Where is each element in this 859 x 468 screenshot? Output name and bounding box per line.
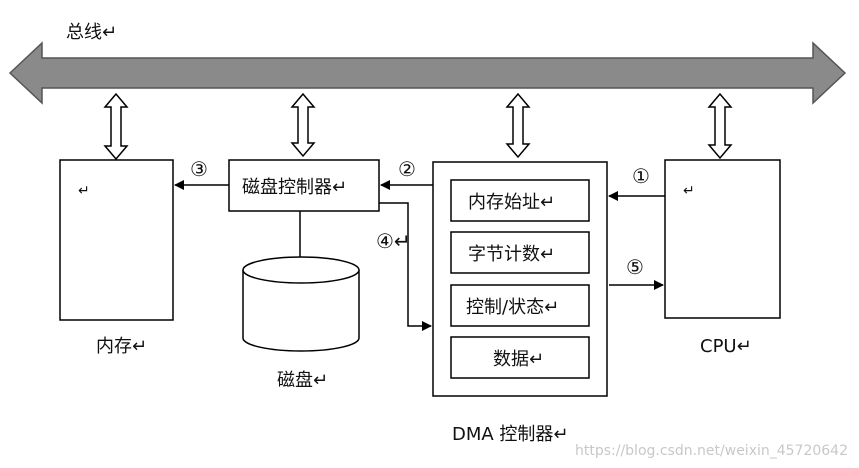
dma-register-byte-count-label: 字节计数↵	[468, 244, 555, 265]
bus-connector-cpu	[707, 92, 733, 160]
bus-connector-memory	[103, 92, 129, 161]
dma-controller-label: DMA 控制器↵	[452, 424, 569, 445]
memory-box	[59, 159, 174, 321]
memory-inner-mark: ↵	[78, 183, 90, 199]
arrow-step4-disk-controller-to-dma	[379, 202, 432, 331]
dma-register-control-status-label: 控制/状态↵	[466, 297, 559, 318]
system-bus-arrow	[8, 41, 847, 105]
watermark: https://blog.csdn.net/weixin_45720642	[575, 443, 848, 459]
dma-register-data	[450, 336, 590, 379]
disk-controller-label: 磁盘控制器↵	[242, 177, 347, 198]
disk-label: 磁盘↵	[277, 370, 328, 391]
cpu-box	[664, 159, 781, 319]
bus-connector-dma	[505, 92, 531, 159]
step-5-marker: ⑤	[626, 255, 644, 279]
disk-cylinder-top	[242, 256, 360, 284]
disk-controller-box	[228, 159, 380, 212]
dma-register-memory-address-label: 内存始址↵	[468, 192, 555, 213]
cpu-inner-mark: ↵	[683, 183, 695, 199]
dma-register-control-status	[450, 284, 590, 327]
bus-label: 总线↵	[66, 22, 117, 43]
disk-cylinder-body	[242, 270, 360, 352]
memory-label: 内存↵	[96, 336, 147, 357]
bus-connector-disk-controller	[290, 92, 316, 158]
step-4-marker: ④↵	[376, 229, 411, 253]
dma-register-memory-address	[450, 179, 590, 222]
cpu-label: CPU↵	[700, 336, 752, 357]
step-2-marker: ②	[398, 157, 416, 181]
dma-register-byte-count	[450, 231, 590, 274]
step-3-marker: ③	[190, 157, 208, 181]
dma-register-data-label: 数据↵	[493, 349, 544, 370]
step-1-marker: ①	[632, 164, 650, 188]
